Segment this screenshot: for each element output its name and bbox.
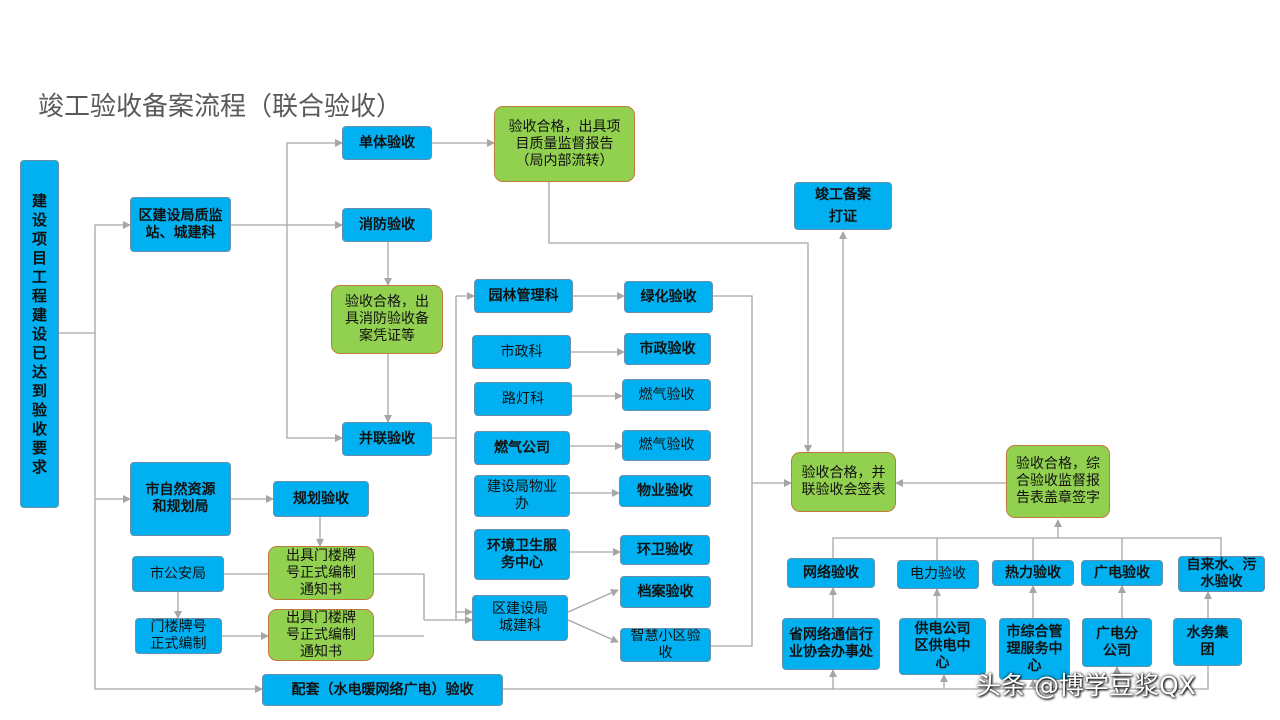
sanitation-acceptance-label: 环卫验收 [637,541,693,558]
quality-report-label: 验收合格，出具项目质量监督报告（局内部流转） [508,118,621,169]
public-security-node: 市公安局 [132,556,224,592]
heat-acceptance-node: 热力验收 [992,560,1074,586]
water-group-node: 水务集团 [1173,618,1242,666]
single-acceptance-node: 单体验收 [342,126,432,160]
house-number-making-label: 门楼牌号正式编制 [150,619,207,652]
broadcast-branch-label: 广电分公司 [1096,625,1138,659]
garden-dept-node: 园林管理科 [474,279,573,313]
greening-acceptance-node: 绿化验收 [624,281,713,313]
gas-company-label: 燃气公司 [494,439,550,456]
utilities-acceptance-label: 配套（水电暖网络广电）验收 [291,681,474,698]
property-office-label: 建设局物业办 [487,479,557,512]
sanitation-center-node: 环境卫生服务中心 [474,529,570,580]
garden-dept-label: 园林管理科 [488,287,559,304]
house-number-notice-2-node: 出具门楼牌号正式编制通知书 [268,609,374,661]
start-node: 建设项目工程建设已达到验收要求 [20,160,59,508]
fire-acceptance-label: 消防验收 [359,216,415,233]
heat-acceptance-label: 热力验收 [1005,564,1061,581]
comprehensive-report-node: 验收合格，综合验收监督报告表盖章签字 [1006,445,1110,518]
property-acceptance-label: 物业验收 [637,482,693,499]
power-supply-center-node: 供电公司区供电中心 [899,618,986,675]
house-number-notice-1-node: 出具门楼牌号正式编制通知书 [268,546,374,600]
power-supply-center-label: 供电公司区供电中心 [914,621,971,671]
joint-sign-form-label: 验收合格，并联验收会签表 [801,465,886,498]
greening-acceptance-label: 绿化验收 [640,288,697,305]
water-group-label: 水务集团 [1186,625,1229,658]
utilities-acceptance-node: 配套（水电暖网络广电）验收 [262,674,503,706]
telecom-association-label: 省网络通信行业协会办事处 [789,627,873,660]
district-quality-label: 区建设局质监站、城建科 [138,207,223,241]
network-acceptance-node: 网络验收 [787,558,875,588]
planning-acceptance-label: 规划验收 [293,490,349,507]
house-number-making-node: 门楼牌号正式编制 [135,618,222,654]
property-office-node: 建设局物业办 [474,475,570,517]
smart-community-acceptance-label: 智慧小区验收 [630,628,701,661]
municipal-service-center-label: 市综合管理服务中心 [1006,623,1063,674]
broadcast-acceptance-node: 广电验收 [1081,560,1163,586]
fire-certificate-node: 验收合格，出具消防验收备案凭证等 [331,285,443,354]
house-number-notice-2-label: 出具门楼牌号正式编制通知书 [286,609,356,660]
public-security-label: 市公安局 [150,565,206,582]
broadcast-branch-node: 广电分公司 [1082,618,1152,667]
comprehensive-report-label: 验收合格，综合验收监督报告表盖章签字 [1016,456,1100,506]
network-acceptance-label: 网络验收 [803,564,859,581]
broadcast-acceptance-label: 广电验收 [1094,564,1150,581]
single-acceptance-label: 单体验收 [359,134,415,151]
planning-acceptance-node: 规划验收 [273,481,369,517]
watermark: 头条 @博学豆浆QX [976,671,1196,700]
fire-acceptance-node: 消防验收 [342,208,432,242]
house-number-notice-1-label: 出具门楼牌号正式编制通知书 [286,547,356,598]
streetlight-dept-node: 路灯科 [474,382,572,416]
start-node-label: 建设项目工程建设已达到验收要求 [31,191,47,476]
gas-company-node: 燃气公司 [474,431,570,465]
natural-resources-node: 市自然资源和规划局 [130,462,231,536]
power-acceptance-label: 电力验收 [910,566,966,582]
joint-acceptance-label: 并联验收 [359,430,415,447]
telecom-association-node: 省网络通信行业协会办事处 [782,618,880,670]
quality-report-node: 验收合格，出具项目质量监督报告（局内部流转） [494,106,635,182]
gas-acceptance-2-node: 燃气验收 [622,430,711,461]
municipal-dept-node: 市政科 [472,335,571,369]
archive-acceptance-label: 档案验收 [637,583,694,600]
property-acceptance-node: 物业验收 [619,475,711,507]
natural-resources-label: 市自然资源和规划局 [145,482,216,515]
gas-acceptance-1-node: 燃气验收 [622,379,711,411]
completion-filing-label: 竣工备案 打证 [815,187,871,225]
page-title: 竣工验收备案流程（联合验收） [38,92,403,122]
municipal-acceptance-label: 市政验收 [639,340,696,357]
joint-sign-form-node: 验收合格，并联验收会签表 [791,452,896,512]
sanitation-acceptance-node: 环卫验收 [620,535,710,565]
streetlight-dept-label: 路灯科 [502,390,544,407]
sanitation-center-label: 环境卫生服务中心 [487,537,557,571]
archive-acceptance-node: 档案验收 [620,576,711,608]
power-acceptance-node: 电力验收 [897,560,979,589]
district-urban-dept-node: 区建设局城建科 [472,595,568,641]
municipal-dept-label: 市政科 [500,343,543,360]
water-acceptance-node: 自来水、污水验收 [1178,556,1265,592]
smart-community-acceptance-node: 智慧小区验收 [620,628,711,662]
district-quality-node: 区建设局质监站、城建科 [130,197,231,252]
fire-certificate-label: 验收合格，出具消防验收备案凭证等 [345,294,429,344]
water-acceptance-label: 自来水、污水验收 [1186,557,1257,590]
completion-filing-node: 竣工备案 打证 [794,182,892,230]
joint-acceptance-node: 并联验收 [342,422,432,456]
municipal-service-center-node: 市综合管理服务中心 [999,618,1070,680]
municipal-acceptance-node: 市政验收 [624,333,711,365]
district-urban-dept-label: 区建设局城建科 [492,601,548,634]
gas-acceptance-2-label: 燃气验收 [638,437,695,453]
gas-acceptance-1-label: 燃气验收 [638,386,695,403]
